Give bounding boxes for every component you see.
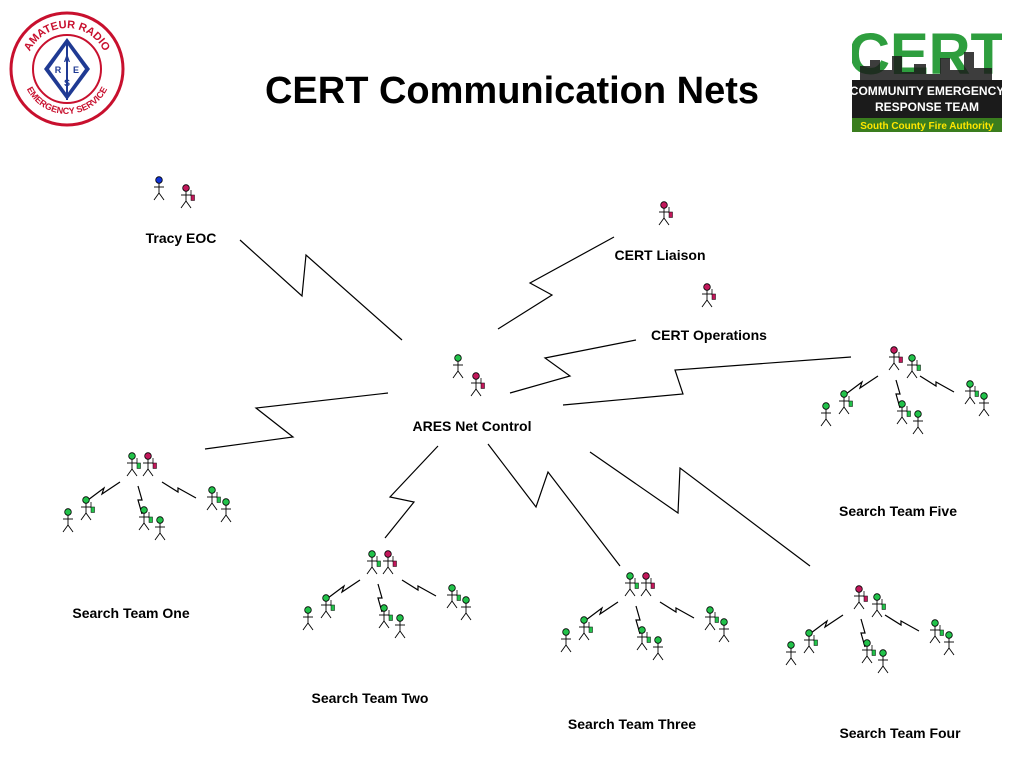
label-ares-net-control: ARES Net Control bbox=[412, 418, 532, 434]
search-team-two-right-member-2 bbox=[460, 596, 472, 621]
svg-text:A: A bbox=[64, 54, 71, 64]
link-cert-operations bbox=[509, 339, 637, 394]
link-tracy-eoc bbox=[239, 239, 403, 341]
search-team-one-center-member-1 bbox=[138, 506, 153, 531]
search-team-one-link-center bbox=[137, 485, 143, 515]
search-team-two-right-member-1 bbox=[446, 584, 461, 609]
search-team-five-member bbox=[906, 354, 921, 379]
search-team-two-link-right bbox=[401, 579, 437, 597]
search-team-one-member bbox=[126, 452, 141, 477]
search-team-four-link-right bbox=[884, 614, 920, 632]
ares-logo: AMATEUR RADIO EMERGENCY SERVICE A R E S bbox=[9, 11, 125, 127]
search-team-two-link-center bbox=[377, 583, 383, 613]
link-search-team-three bbox=[487, 443, 621, 567]
search-team-two-member bbox=[366, 550, 381, 575]
search-team-three-link-right bbox=[659, 601, 695, 619]
search-team-two-leader bbox=[382, 550, 397, 575]
tracy-eoc-person bbox=[153, 176, 165, 201]
search-team-three-link-left bbox=[585, 601, 619, 621]
search-team-four-link-center bbox=[860, 618, 866, 648]
ares-net-control-person bbox=[452, 354, 464, 379]
slide-title: CERT Communication Nets bbox=[264, 70, 760, 112]
search-team-one-right-member-2 bbox=[220, 498, 232, 523]
svg-text:E: E bbox=[73, 65, 79, 75]
search-team-three-right-member-2 bbox=[718, 618, 730, 643]
link-search-team-one bbox=[204, 392, 389, 450]
label-cert-operations: CERT Operations bbox=[651, 327, 767, 343]
search-team-five-link-right bbox=[919, 375, 955, 393]
search-team-one-right-member-1 bbox=[206, 486, 221, 511]
search-team-two-link-left bbox=[327, 579, 361, 599]
search-team-five-center-member-1 bbox=[896, 400, 911, 425]
link-search-team-four bbox=[589, 451, 811, 567]
search-team-two-left-member-1 bbox=[302, 606, 314, 631]
search-team-five-link-left bbox=[845, 375, 879, 395]
search-team-three-center-member-1 bbox=[636, 626, 651, 651]
search-team-five-left-member-2 bbox=[838, 390, 853, 415]
search-team-five-link-center bbox=[895, 379, 901, 409]
search-team-three-left-member-2 bbox=[578, 616, 593, 641]
search-team-three-member bbox=[624, 572, 639, 597]
search-team-five-left-member-1 bbox=[820, 402, 832, 427]
cert-logo: CERT COMMUNITY EMERGENCY RESPONSE TEAM S… bbox=[852, 16, 1002, 132]
tracy-eoc-radio-operator bbox=[180, 184, 195, 209]
label-search-team-one: Search Team One bbox=[72, 605, 190, 621]
search-team-four-right-member-2 bbox=[943, 631, 955, 656]
search-team-four-right-member-1 bbox=[929, 619, 944, 644]
label-search-team-two: Search Team Two bbox=[311, 690, 429, 706]
search-team-four-link-left bbox=[810, 614, 844, 634]
search-team-three-leader bbox=[640, 572, 655, 597]
search-team-four-leader bbox=[853, 585, 868, 610]
link-search-team-two bbox=[384, 445, 439, 539]
svg-text:RESPONSE TEAM: RESPONSE TEAM bbox=[875, 100, 979, 114]
search-team-two-left-member-2 bbox=[320, 594, 335, 619]
search-team-four-center-member-1 bbox=[861, 639, 876, 664]
cert-operations-person bbox=[701, 283, 716, 308]
search-team-one-center-member-2 bbox=[154, 516, 166, 541]
search-team-three-link-center bbox=[635, 605, 641, 635]
cert-liaison-person bbox=[658, 201, 673, 226]
link-cert-liaison bbox=[497, 236, 615, 330]
search-team-two-center-member-2 bbox=[394, 614, 406, 639]
label-search-team-three: Search Team Three bbox=[567, 716, 697, 732]
search-team-two-center-member-1 bbox=[378, 604, 393, 629]
search-team-three-left-member-1 bbox=[560, 628, 572, 653]
search-team-five-right-member-1 bbox=[964, 380, 979, 405]
label-search-team-five: Search Team Five bbox=[838, 503, 958, 519]
svg-text:COMMUNITY EMERGENCY: COMMUNITY EMERGENCY bbox=[852, 84, 1002, 98]
svg-text:R: R bbox=[55, 65, 62, 75]
search-team-one-leader bbox=[142, 452, 157, 477]
search-team-five-center-member-2 bbox=[912, 410, 924, 435]
search-team-four-left-member-2 bbox=[803, 629, 818, 654]
ares-net-control-radio-operator bbox=[470, 372, 485, 397]
svg-text:S: S bbox=[64, 78, 70, 88]
search-team-five-right-member-2 bbox=[978, 392, 990, 417]
search-team-one-link-left bbox=[87, 481, 121, 501]
label-cert-liaison: CERT Liaison bbox=[614, 247, 706, 263]
search-team-five-leader bbox=[888, 346, 903, 371]
search-team-one-link-right bbox=[161, 481, 197, 499]
search-team-three-center-member-2 bbox=[652, 636, 664, 661]
search-team-four-left-member-1 bbox=[785, 641, 797, 666]
search-team-one-left-member-1 bbox=[62, 508, 74, 533]
search-team-four-member bbox=[871, 593, 886, 618]
search-team-four-center-member-2 bbox=[877, 649, 889, 674]
label-search-team-four: Search Team Four bbox=[839, 725, 961, 741]
svg-text:South County Fire Authority: South County Fire Authority bbox=[860, 121, 994, 132]
search-team-three-right-member-1 bbox=[704, 606, 719, 631]
label-tracy-eoc: Tracy EOC bbox=[145, 230, 217, 246]
search-team-one-left-member-2 bbox=[80, 496, 95, 521]
link-search-team-five bbox=[562, 356, 852, 406]
